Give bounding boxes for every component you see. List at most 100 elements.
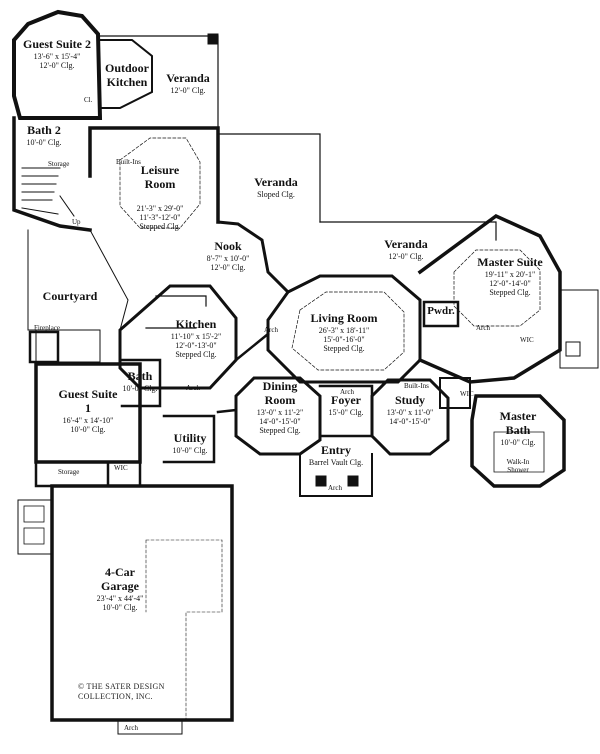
built-ins-study-label: Built-Ins <box>404 382 429 390</box>
master-suite-dim-1: 19'-11" x 20'-1" <box>484 269 536 279</box>
foyer-name: Foyer <box>331 393 361 407</box>
master-bath-label: Master Bath 10'-0" Clg. <box>496 409 540 447</box>
arch-garage-label: Arch <box>124 724 138 732</box>
guest-suite-2-label: Guest Suite 2 13'-6" x 15'-4" 12'-0" Clg… <box>22 37 92 70</box>
storage-top-label: Storage <box>48 160 70 168</box>
veranda-sloped-outline <box>217 133 321 223</box>
living-room-label: Living Room 26'-3" x 18'-11" 15'-0"-16'-… <box>310 311 378 354</box>
pwdr-name: Pwdr. <box>427 305 455 317</box>
utility-label: Utility 10'-0" Clg. <box>172 431 208 455</box>
master-bath-name: Master Bath <box>499 409 537 437</box>
stair-up-label: Up <box>72 218 81 226</box>
arch-label-1: Arch <box>186 384 200 392</box>
bath-2-name: Bath 2 <box>27 123 61 137</box>
dining-room-dim-3: Stepped Clg. <box>259 425 301 435</box>
master-suite-name: Master Suite <box>477 255 543 269</box>
leisure-room-dim-3: Stepped Clg. <box>139 222 181 232</box>
garage-dim-2: 10'-0" Clg. <box>102 602 138 612</box>
kitchen-name: Kitchen <box>175 317 217 331</box>
wic-master-2-label: WIC <box>460 390 474 398</box>
utility-dim: 10'-0" Clg. <box>172 445 208 455</box>
veranda-sloped-name: Veranda <box>254 175 298 189</box>
copyright-line-2: COLLECTION, INC. <box>78 692 153 701</box>
guest-suite-2-name: Guest Suite 2 <box>22 37 92 51</box>
arch-label-3: Arch <box>264 326 278 334</box>
guest-suite-2-dim-1: 13'-6" x 15'-4" <box>33 51 81 61</box>
study-dim-1: 13'-0" x 11'-0" <box>386 407 434 417</box>
veranda-top-label: Veranda 12'-0" Clg. <box>166 71 210 95</box>
foyer-label: Foyer 15'-0" Clg. <box>328 393 364 417</box>
dining-room-dim-2: 14'-0"-15'-0" <box>259 416 301 426</box>
garage-dim-1: 23'-4" x 44'-4" <box>96 593 144 603</box>
study-dim-2: 14'-0"-15'-0" <box>389 416 431 426</box>
leisure-room-label: Leisure Room <box>130 163 190 192</box>
entry-label: Entry Barrel Vault Clg. <box>308 443 364 467</box>
bath-2-dim: 10'-0" Clg. <box>26 137 62 147</box>
master-suite-dim-3: Stepped Clg. <box>489 288 531 298</box>
living-ceiling-outline <box>291 291 405 371</box>
guest-suite-2-walls <box>12 9 103 120</box>
garage-name: 4-Car Garage <box>101 565 139 593</box>
master-bath-walls <box>470 394 566 488</box>
closet-label: Cl. <box>84 96 93 104</box>
garage-walls <box>50 484 234 722</box>
entry-name: Entry <box>320 443 351 457</box>
master-suite-dim-2: 12'-0"-14'-0" <box>489 278 531 288</box>
built-ins-leisure-label: Built-Ins <box>116 158 141 166</box>
veranda-sloped-dim: Sloped Clg. <box>257 189 295 199</box>
living-room-dim-1: 26'-3" x 18'-11" <box>318 325 370 335</box>
arch-label-2: Arch <box>340 388 354 396</box>
leisure-room-dim-2: 11'-3"-12'-0" <box>139 213 181 223</box>
bath-label: Bath 10'-0" Clg. <box>122 369 158 393</box>
outdoor-kitchen-outline <box>99 39 153 109</box>
guest-suite-1-name: Guest Suite 1 <box>58 387 118 415</box>
arch-entry-label: Arch <box>328 484 342 492</box>
living-room-name: Living Room <box>310 311 378 325</box>
foyer-dim: 15'-0" Clg. <box>328 407 364 417</box>
copyright-notice: © THE SATER DESIGN COLLECTION, INC. <box>78 682 165 702</box>
kitchen-dim-2: 12'-0"-13'-0" <box>175 340 217 350</box>
storage-bottom-label: Storage <box>58 468 80 476</box>
kitchen-label: Kitchen 11'-10" x 15'-2" 12'-0"-13'-0" S… <box>170 317 222 359</box>
study-name: Study <box>394 393 426 407</box>
utility-walls <box>162 414 216 464</box>
stair-lines <box>21 167 75 217</box>
leisure-room-walls <box>88 126 220 224</box>
dining-room-name: Dining Room <box>262 379 298 407</box>
kitchen-dim-1: 11'-10" x 15'-2" <box>170 331 222 341</box>
guest-suite-1-dim-2: 10'-0" Clg. <box>70 424 106 434</box>
entry-walls <box>299 453 373 497</box>
pwdr-walls <box>422 300 460 328</box>
study-walls <box>370 378 450 456</box>
leisure-room-name: Leisure Room <box>140 163 180 191</box>
veranda-top-dim: 12'-0" Clg. <box>170 85 206 95</box>
copyright-line-1: © THE SATER DESIGN <box>78 682 165 691</box>
guest-suite-1-label: Guest Suite 1 16'-4" x 14'-10" 10'-0" Cl… <box>58 387 118 434</box>
pwdr-label: Pwdr. <box>427 305 454 318</box>
bath-name: Bath <box>127 369 153 383</box>
outdoor-kitchen-label: Outdoor Kitchen <box>104 61 150 90</box>
nook-dim-1: 8'-7" x 10'-0" <box>206 253 250 263</box>
bath-dim: 10'-0" Clg. <box>122 383 158 393</box>
courtyard-boundary <box>27 229 101 363</box>
living-room-dim-3: Stepped Clg. <box>323 344 365 354</box>
utility-name: Utility <box>173 431 207 445</box>
nook-dim-2: 12'-0" Clg. <box>210 262 246 272</box>
outdoor-kitchen-name: Outdoor Kitchen <box>104 61 149 89</box>
living-room-dim-2: 15'-0"-16'-0" <box>323 334 365 344</box>
veranda-sloped-label: Veranda Sloped Clg. <box>254 175 298 199</box>
bath-2-label: Bath 2 10'-0" Clg. <box>26 123 62 147</box>
dining-room-dim-1: 13'-0" x 11'-2" <box>256 407 304 417</box>
master-suite-walls <box>417 213 562 384</box>
guest-suite-2-dim-2: 12'-0" Clg. <box>39 60 75 70</box>
study-label: Study 13'-0" x 11'-0" 14'-0"-15'-0" <box>386 393 434 426</box>
veranda-mid-name: Veranda <box>384 237 428 251</box>
leisure-ceiling-outline <box>119 137 201 229</box>
master-suite-label: Master Suite 19'-11" x 20'-1" 12'-0"-14'… <box>477 255 543 298</box>
veranda-mid-outline <box>319 221 497 241</box>
courtyard-name: Courtyard <box>42 289 98 303</box>
nook-name: Nook <box>214 239 242 253</box>
entry-dim: Barrel Vault Clg. <box>308 457 364 467</box>
master-bath-dim: 10'-0" Clg. <box>500 437 536 447</box>
